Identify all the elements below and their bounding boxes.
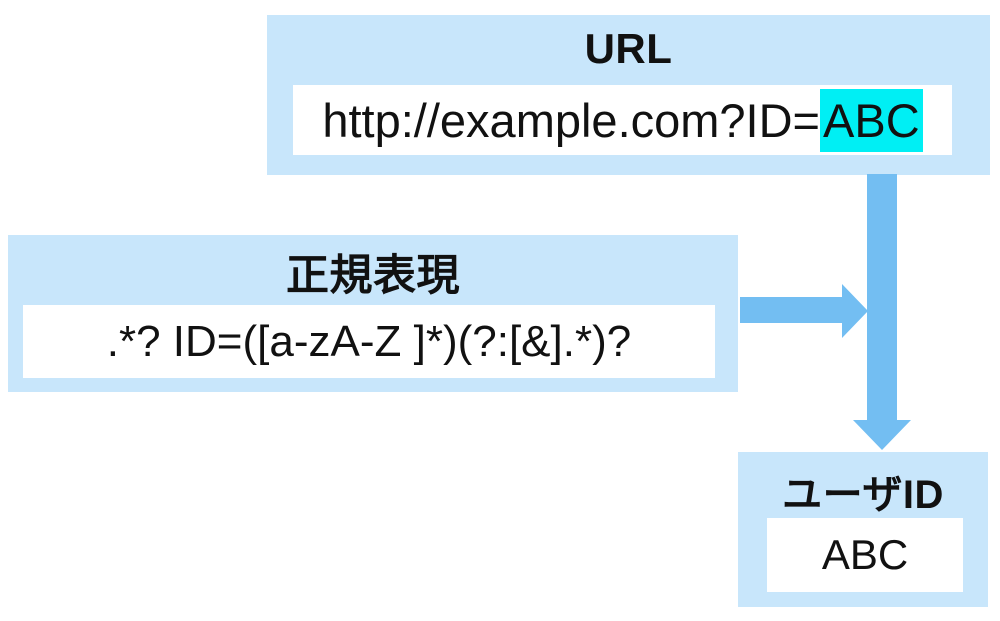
userid-box-title: ユーザID: [782, 473, 944, 517]
url-box: URL http://example.com?ID=ABC: [267, 15, 990, 175]
userid-box: ユーザID ABC: [738, 452, 988, 607]
url-value-field: http://example.com?ID=ABC: [293, 85, 952, 155]
regex-value-text: .*? ID=([a-zA-Z ]*)(?:[&].*)?: [106, 316, 632, 366]
url-value-highlight: ABC: [820, 88, 923, 152]
userid-value-text: ABC: [821, 531, 909, 578]
regex-box: 正規表現 .*? ID=([a-zA-Z ]*)(?:[&].*)?: [8, 235, 738, 392]
arrow-right-icon: [740, 284, 868, 338]
regex-box-title: 正規表現: [286, 252, 460, 300]
arrow-down-icon: [853, 174, 911, 450]
userid-value-field: ABC: [767, 518, 963, 592]
regex-value-field: .*? ID=([a-zA-Z ]*)(?:[&].*)?: [23, 305, 715, 378]
url-value-text: http://example.com?ID=: [322, 93, 820, 147]
url-box-title: URL: [584, 25, 673, 72]
